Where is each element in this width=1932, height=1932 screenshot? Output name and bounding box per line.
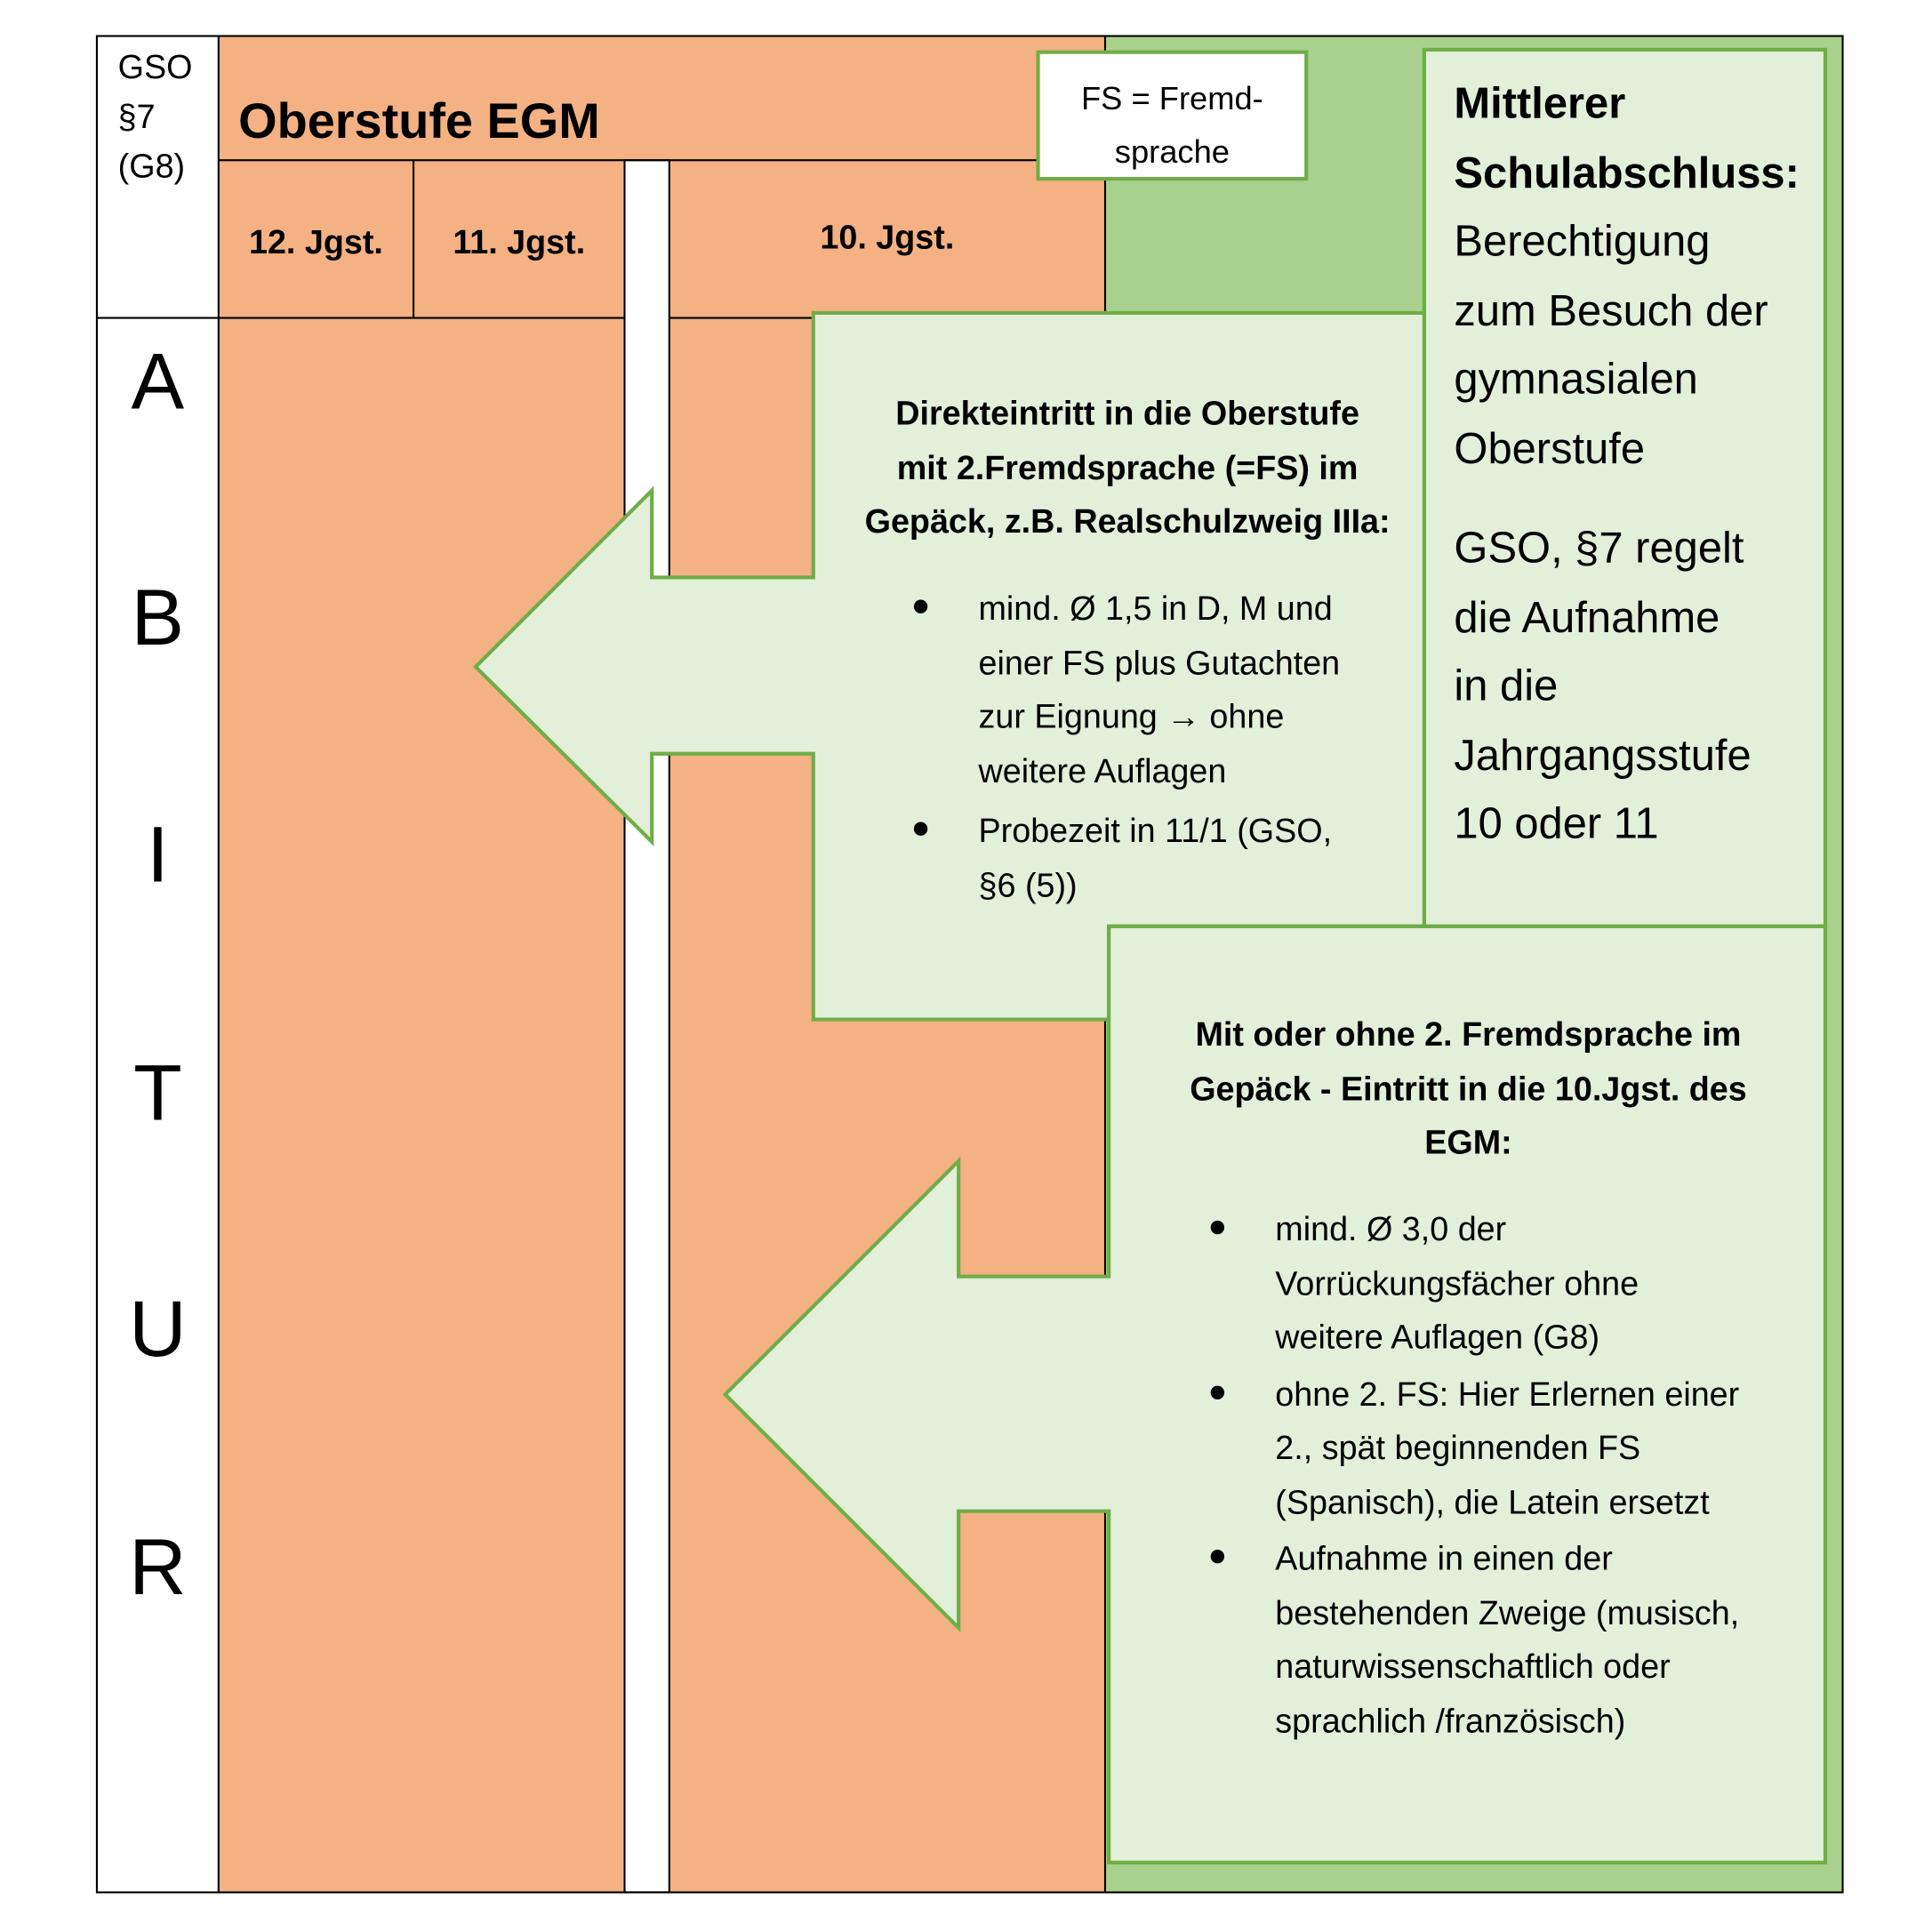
legend-box-bg: [1036, 50, 1309, 181]
heading-line: Gepäck - Eintritt in die 10.Jgst. des: [1190, 1070, 1747, 1108]
heading-line: Gepäck, z.B. Realschulzweig IIIa:: [864, 502, 1391, 541]
bullet-line: Aufnahme in einen der: [1275, 1539, 1613, 1577]
abitur-letter: U: [129, 1284, 187, 1374]
msa-rule: GSO, §7 regelt: [1454, 524, 1744, 573]
msa-title: Schulabschluss:: [1454, 148, 1800, 197]
bullet-line: Probezeit in 11/1 (GSO,: [978, 812, 1333, 850]
upper-heading: Direkteintritt in die Oberstufe mit 2.Fr…: [820, 388, 1436, 549]
msa-title: Mittlerer: [1454, 79, 1626, 128]
msa-rule: 10 oder 11: [1454, 799, 1659, 848]
list-item: ohne 2. FS: Hier Erlernen einer 2., spät…: [1210, 1367, 1740, 1529]
bullet-icon: [913, 599, 928, 613]
left-header-line: GSO: [117, 48, 193, 86]
legend-line: FS = Fremd-: [1080, 79, 1263, 117]
bullet-line: Vorrückungsfächer ohne: [1275, 1264, 1639, 1303]
heading-line: Direkteintritt in die Oberstufe: [895, 395, 1359, 433]
upper-bullets: mind. Ø 1,5 in D, M und einer FS plus Gu…: [913, 582, 1341, 913]
abitur-letter: I: [146, 809, 169, 900]
bullet-line: 2., spät beginnenden FS: [1275, 1429, 1641, 1467]
separator-bar: [623, 159, 670, 1894]
msa-rule: in die: [1454, 661, 1559, 710]
bullet-line: sprachlich /französisch): [1275, 1702, 1626, 1739]
left-header-line: (G8): [117, 148, 186, 186]
list-item: mind. Ø 1,5 in D, M und einer FS plus Gu…: [913, 582, 1341, 798]
column-header-10: 10. Jgst.: [820, 218, 955, 256]
msa-box: Mittlerer Schulabschluss: Berechtigung z…: [1454, 69, 1799, 859]
msa-text: gymnasialen: [1454, 355, 1698, 404]
lower-bullets: mind. Ø 3,0 der Vorrückungsfächer ohne w…: [1210, 1203, 1740, 1748]
bullet-line: mind. Ø 1,5 in D, M und: [978, 589, 1333, 628]
heading-line: Mit oder ohne 2. Fremdsprache im: [1195, 1015, 1742, 1054]
bullet-line: zur Eignung → ohne: [978, 697, 1285, 735]
msa-rule: Jahrgangsstufe: [1454, 730, 1752, 780]
bullet-icon: [1210, 1549, 1225, 1564]
bullet-line: bestehenden Zweige (musisch,: [1275, 1593, 1740, 1631]
bullet-icon: [1210, 1384, 1225, 1399]
heading-line: mit 2.Fremdsprache (=FS) im: [896, 448, 1359, 486]
abitur-letter: R: [129, 1522, 187, 1612]
bullet-line: (Spanisch), die Latein ersetzt: [1275, 1483, 1710, 1521]
legend-box: FS = Fremd- sprache: [1038, 72, 1307, 179]
lower-heading: Mit oder ohne 2. Fremdsprache im Gepäck …: [1124, 1008, 1813, 1170]
left-header: GSO §7 (G8): [118, 42, 193, 191]
bullet-line: §6 (5)): [978, 866, 1078, 904]
msa-text: Berechtigung: [1454, 217, 1711, 266]
list-item: Probezeit in 11/1 (GSO, §6 (5)): [913, 805, 1341, 913]
list-item: Aufnahme in einen der bestehenden Zweige…: [1210, 1532, 1740, 1748]
abitur-letter: B: [131, 572, 185, 662]
arrow-lower: [722, 924, 1828, 1864]
bullet-line: einer FS plus Gutachten: [978, 644, 1341, 682]
legend-line: sprache: [1114, 132, 1230, 171]
bullet-line: weitere Auflagen (G8): [1275, 1319, 1600, 1357]
abitur-letter: T: [133, 1047, 182, 1138]
msa-text: Oberstufe: [1454, 423, 1646, 473]
msa-text: zum Besuch der: [1454, 285, 1768, 335]
bullet-icon: [1210, 1220, 1225, 1235]
left-header-line: §7: [117, 98, 156, 136]
column-header-11: 11. Jgst.: [453, 223, 586, 261]
abitur-letter: A: [131, 336, 185, 427]
bullet-line: ohne 2. FS: Hier Erlernen einer: [1275, 1375, 1740, 1413]
column-header-12: 12. Jgst.: [248, 223, 383, 261]
page-title: Oberstufe EGM: [238, 94, 600, 149]
bullet-icon: [913, 822, 928, 836]
bullet-line: mind. Ø 3,0 der: [1275, 1210, 1507, 1248]
bullet-line: naturwissenschaftlich oder: [1275, 1647, 1671, 1686]
bullet-line: weitere Auflagen: [978, 751, 1227, 790]
msa-rule: die Aufnahme: [1454, 592, 1720, 642]
heading-line: EGM:: [1424, 1123, 1512, 1161]
list-item: mind. Ø 3,0 der Vorrückungsfächer ohne w…: [1210, 1203, 1739, 1365]
